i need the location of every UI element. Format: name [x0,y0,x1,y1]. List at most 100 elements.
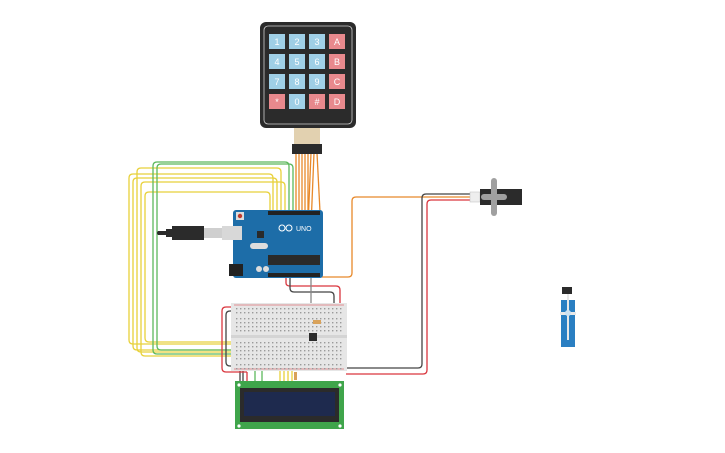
breadboard-hole[interactable] [280,326,282,328]
breadboard-hole[interactable] [296,318,298,320]
breadboard-hole[interactable] [244,326,246,328]
breadboard-hole[interactable] [240,364,242,366]
breadboard-hole[interactable] [260,354,262,356]
breadboard-hole[interactable] [300,364,302,366]
breadboard-hole[interactable] [268,354,270,356]
breadboard-hole[interactable] [316,318,318,320]
breadboard-hole[interactable] [236,312,238,314]
breadboard-hole[interactable] [276,350,278,352]
breadboard-hole[interactable] [272,312,274,314]
breadboard-hole[interactable] [336,308,338,310]
breadboard-hole[interactable] [272,368,274,370]
breadboard-hole[interactable] [320,342,322,344]
breadboard-hole[interactable] [256,350,258,352]
breadboard-hole[interactable] [248,312,250,314]
breadboard-hole[interactable] [300,330,302,332]
breadboard-hole[interactable] [236,364,238,366]
breadboard-hole[interactable] [292,312,294,314]
keypad-key[interactable] [269,94,285,109]
wire-rail-left-red[interactable] [221,306,247,373]
wire-green-2[interactable] [156,163,294,351]
breadboard-hole[interactable] [272,308,274,310]
wire-arduino-gnd[interactable] [289,278,335,306]
breadboard-hole[interactable] [312,358,314,360]
breadboard-hole[interactable] [312,308,314,310]
breadboard-hole[interactable] [312,346,314,348]
breadboard-hole[interactable] [276,346,278,348]
breadboard-hole[interactable] [244,354,246,356]
breadboard-hole[interactable] [280,308,282,310]
breadboard-hole[interactable] [332,350,334,352]
wire-green-1[interactable] [152,161,290,355]
breadboard-hole[interactable] [244,322,246,324]
breadboard-hole[interactable] [292,330,294,332]
breadboard-hole[interactable] [276,318,278,320]
breadboard-hole[interactable] [340,346,342,348]
keypad-key[interactable] [309,74,325,89]
breadboard-hole[interactable] [304,330,306,332]
breadboard-hole[interactable] [260,346,262,348]
breadboard-hole[interactable] [324,354,326,356]
breadboard-hole[interactable] [252,368,254,370]
breadboard-hole[interactable] [320,308,322,310]
breadboard-hole[interactable] [304,346,306,348]
keypad-key[interactable] [329,94,345,109]
breadboard-hole[interactable] [308,354,310,356]
breadboard-hole[interactable] [248,318,250,320]
breadboard-hole[interactable] [268,308,270,310]
breadboard-hole[interactable] [296,322,298,324]
breadboard-hole[interactable] [272,364,274,366]
breadboard-hole[interactable] [324,318,326,320]
keypad-key[interactable] [329,34,345,49]
breadboard-hole[interactable] [340,322,342,324]
breadboard-hole[interactable] [316,354,318,356]
breadboard-hole[interactable] [320,346,322,348]
breadboard-hole[interactable] [332,308,334,310]
breadboard-hole[interactable] [276,326,278,328]
breadboard-hole[interactable] [264,354,266,356]
breadboard-hole[interactable] [248,354,250,356]
breadboard-hole[interactable] [300,368,302,370]
breadboard-hole[interactable] [244,330,246,332]
breadboard-hole[interactable] [300,358,302,360]
breadboard-hole[interactable] [272,342,274,344]
breadboard-hole[interactable] [316,358,318,360]
breadboard-hole[interactable] [276,364,278,366]
breadboard-hole[interactable] [316,308,318,310]
breadboard-hole[interactable] [332,346,334,348]
breadboard-hole[interactable] [324,322,326,324]
breadboard-hole[interactable] [340,318,342,320]
breadboard-hole[interactable] [260,322,262,324]
keypad-key[interactable] [329,74,345,89]
breadboard-hole[interactable] [260,368,262,370]
breadboard-hole[interactable] [240,354,242,356]
breadboard-hole[interactable] [300,342,302,344]
breadboard-hole[interactable] [260,326,262,328]
breadboard-hole[interactable] [340,312,342,314]
breadboard-hole[interactable] [248,346,250,348]
breadboard-hole[interactable] [320,368,322,370]
breadboard-hole[interactable] [240,358,242,360]
breadboard-hole[interactable] [300,350,302,352]
keypad-key[interactable] [269,54,285,69]
breadboard-hole[interactable] [264,308,266,310]
breadboard-hole[interactable] [268,350,270,352]
breadboard-hole[interactable] [316,342,318,344]
breadboard-hole[interactable] [332,368,334,370]
breadboard-hole[interactable] [288,346,290,348]
breadboard-hole[interactable] [288,354,290,356]
breadboard-hole[interactable] [276,312,278,314]
breadboard-hole[interactable] [320,330,322,332]
breadboard-hole[interactable] [256,318,258,320]
breadboard-hole[interactable] [300,322,302,324]
breadboard-hole[interactable] [296,368,298,370]
breadboard-hole[interactable] [308,346,310,348]
wire-yellow-2[interactable] [132,177,292,351]
breadboard-hole[interactable] [236,322,238,324]
breadboard-hole[interactable] [296,342,298,344]
breadboard-hole[interactable] [308,318,310,320]
breadboard-hole[interactable] [320,354,322,356]
breadboard-hole[interactable] [284,358,286,360]
breadboard-hole[interactable] [244,346,246,348]
